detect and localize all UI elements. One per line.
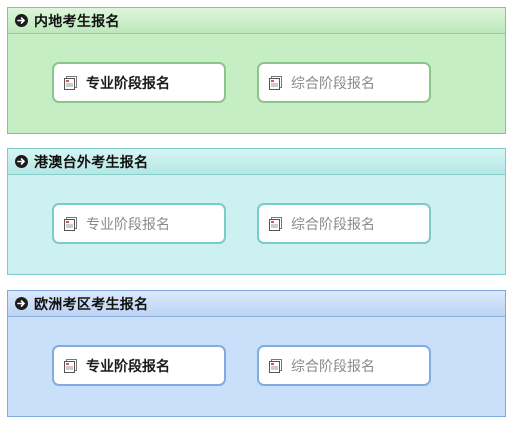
document-icon xyxy=(63,216,79,232)
panel-header: 内地考生报名 xyxy=(8,8,505,34)
professional-stage-registration-button[interactable]: 专业阶段报名 xyxy=(52,62,226,103)
comprehensive-stage-registration-button[interactable]: 综合阶段报名 xyxy=(257,203,431,244)
comprehensive-stage-registration-button[interactable]: 综合阶段报名 xyxy=(257,62,431,103)
professional-stage-registration-button[interactable]: 专业阶段报名 xyxy=(52,345,226,386)
button-label: 综合阶段报名 xyxy=(291,216,375,233)
panel-header: 港澳台外考生报名 xyxy=(8,149,505,175)
comprehensive-stage-registration-button[interactable]: 综合阶段报名 xyxy=(257,345,431,386)
button-label: 综合阶段报名 xyxy=(291,358,375,375)
panel-title: 内地考生报名 xyxy=(34,13,120,30)
arrow-right-circle-icon xyxy=(15,297,28,310)
document-icon xyxy=(63,75,79,91)
panel-title: 港澳台外考生报名 xyxy=(34,154,149,171)
button-label: 综合阶段报名 xyxy=(291,75,375,92)
panel-title: 欧洲考区考生报名 xyxy=(34,296,149,313)
document-icon xyxy=(268,75,284,91)
document-icon xyxy=(63,358,79,374)
button-label: 专业阶段报名 xyxy=(86,75,170,92)
professional-stage-registration-button[interactable]: 专业阶段报名 xyxy=(52,203,226,244)
mainland-registration-panel: 内地考生报名 专业阶段报名 综合阶段报名 xyxy=(7,7,506,134)
button-label: 专业阶段报名 xyxy=(86,358,170,375)
arrow-right-circle-icon xyxy=(15,14,28,27)
panel-header: 欧洲考区考生报名 xyxy=(8,291,505,317)
document-icon xyxy=(268,358,284,374)
arrow-right-circle-icon xyxy=(15,155,28,168)
document-icon xyxy=(268,216,284,232)
europe-registration-panel: 欧洲考区考生报名 专业阶段报名 综合阶段报名 xyxy=(7,290,506,417)
button-label: 专业阶段报名 xyxy=(86,216,170,233)
hk-macau-taiwan-overseas-registration-panel: 港澳台外考生报名 专业阶段报名 综合阶段报名 xyxy=(7,148,506,275)
